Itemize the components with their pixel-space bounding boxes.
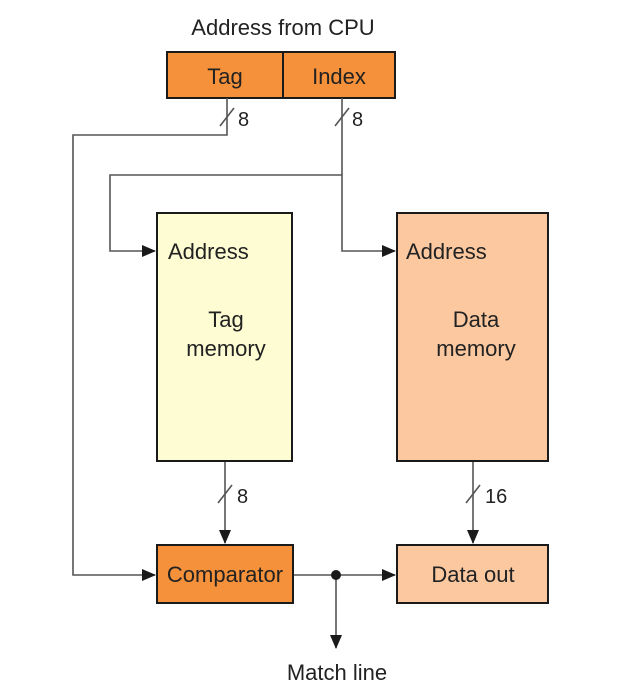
- data-memory-box: [396, 212, 549, 462]
- data-memory-name-line1: Data: [453, 307, 500, 332]
- index-to-data-memory-wire: [341, 175, 396, 257]
- tag-bus-wire: [72, 98, 228, 581]
- tag-memory-name-line1: Tag: [208, 307, 243, 332]
- data-mem-out-slash: [465, 484, 481, 504]
- tag-bus-slash: [219, 107, 235, 127]
- address-register: Tag Index: [166, 51, 396, 99]
- wires: [72, 98, 479, 649]
- tag-memory-block: Address Tag memory: [156, 212, 293, 462]
- diagram-title: Address from CPU: [191, 15, 374, 40]
- tag-memory-address-label: Address: [168, 239, 249, 264]
- tag-mem-out-slash: [217, 484, 233, 504]
- data-out-block: Data out: [396, 544, 549, 604]
- comparator-box: [156, 544, 294, 604]
- comparator-block: Comparator: [156, 544, 294, 604]
- tag-field-label: Tag: [207, 64, 242, 89]
- tag-memory-name-line2: memory: [186, 336, 265, 361]
- match-line-label: Match line: [287, 660, 387, 685]
- data-memory-block: Address Data memory: [396, 212, 549, 462]
- junction-dot: [331, 570, 341, 580]
- index-bus-slash: [334, 107, 350, 127]
- data-out-box: [396, 544, 549, 604]
- comparator-label: Comparator: [167, 562, 283, 587]
- index-bus-width: 8: [352, 109, 363, 131]
- index-field-label: Index: [312, 64, 366, 89]
- index-to-tag-memory-wire: [109, 174, 342, 257]
- tag-memory-box: [156, 212, 293, 462]
- data-mem-out-width: 16: [485, 486, 507, 508]
- bus-slashes: [217, 107, 481, 504]
- tag-field: [166, 51, 284, 99]
- index-field: [282, 51, 396, 99]
- data-memory-name-line2: memory: [436, 336, 515, 361]
- data-memory-address-label: Address: [406, 239, 487, 264]
- tag-mem-out-width: 8: [237, 486, 248, 508]
- tag-bus-width: 8: [238, 109, 249, 131]
- data-out-label: Data out: [431, 562, 514, 587]
